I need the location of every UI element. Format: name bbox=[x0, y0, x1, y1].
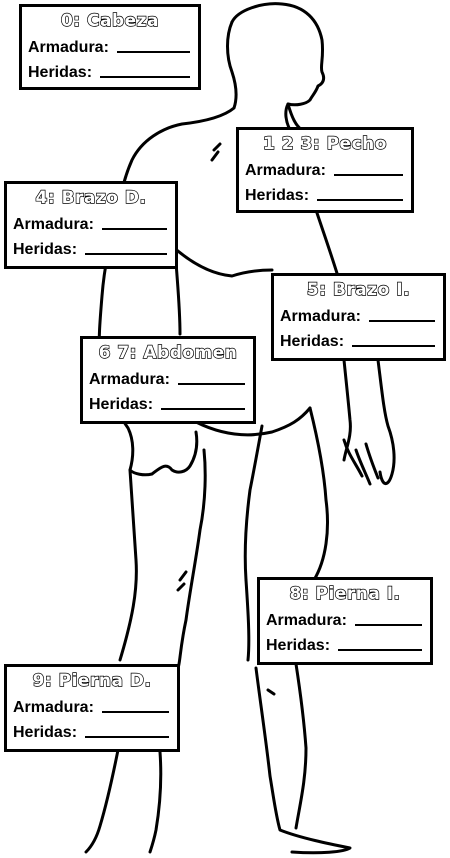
knee-detail bbox=[178, 572, 186, 590]
chest-hit-location-box: 1 2 3: Pecho Armadura: Heridas: bbox=[236, 127, 414, 213]
chest-wounds-label: Heridas: bbox=[245, 187, 309, 205]
right-arm-armor-label: Armadura: bbox=[13, 216, 94, 234]
abdomen-wounds-field[interactable] bbox=[161, 408, 245, 410]
head-outline bbox=[232, 4, 324, 130]
left-arm-armor-label: Armadura: bbox=[280, 308, 361, 326]
head-armor-field[interactable] bbox=[117, 51, 190, 53]
abdomen-armor-field[interactable] bbox=[178, 383, 245, 385]
left-arm-box-title: 5: Brazo I. bbox=[280, 279, 437, 301]
right-arm-wounds-row: Heridas: bbox=[13, 234, 169, 259]
arm-left-outer bbox=[378, 360, 394, 484]
right-arm-wounds-label: Heridas: bbox=[13, 241, 77, 259]
crotch bbox=[245, 426, 262, 580]
left-arm-armor-field[interactable] bbox=[369, 320, 435, 322]
right-leg-armor-row: Armadura: bbox=[13, 692, 171, 717]
chest-detail bbox=[212, 144, 220, 160]
abdomen-armor-label: Armadura: bbox=[89, 371, 170, 389]
right-arm-hit-location-box: 4: Brazo D. Armadura: Heridas: bbox=[4, 181, 178, 269]
right-leg-armor-label: Armadura: bbox=[13, 699, 94, 717]
head-hit-location-box: 0: Cabeza Armadura: Heridas: bbox=[19, 4, 201, 90]
head-wounds-label: Heridas: bbox=[28, 64, 92, 82]
arm-right-inner bbox=[176, 262, 180, 334]
right-leg-armor-field[interactable] bbox=[102, 711, 169, 713]
left-arm-armor-row: Armadura: bbox=[280, 301, 437, 326]
right-leg-wounds-field[interactable] bbox=[85, 736, 169, 738]
leg-right-outer bbox=[120, 470, 136, 660]
leg-right-inner bbox=[178, 450, 205, 668]
right-arm-armor-field[interactable] bbox=[102, 228, 167, 230]
abdomen-wounds-label: Heridas: bbox=[89, 396, 153, 414]
chest-box-title: 1 2 3: Pecho bbox=[245, 133, 405, 155]
chest-lines bbox=[172, 246, 272, 276]
left-leg-armor-field[interactable] bbox=[355, 624, 422, 626]
right-leg-wounds-label: Heridas: bbox=[13, 724, 77, 742]
head-box-title: 0: Cabeza bbox=[28, 10, 192, 32]
left-arm-wounds-row: Heridas: bbox=[280, 326, 437, 351]
right-leg-hit-location-box: 9: Pierna D. Armadura: Heridas: bbox=[4, 664, 180, 752]
right-arm-armor-row: Armadura: bbox=[13, 209, 169, 234]
left-leg-armor-label: Armadura: bbox=[266, 612, 347, 630]
chest-armor-field[interactable] bbox=[334, 174, 403, 176]
shin-right-inner bbox=[150, 752, 161, 852]
shin-left-inner bbox=[296, 664, 306, 828]
shin-left-outer bbox=[256, 668, 350, 853]
left-leg-wounds-field[interactable] bbox=[338, 649, 422, 651]
head-wounds-field[interactable] bbox=[100, 76, 190, 78]
shin-right-outer bbox=[86, 750, 118, 852]
left-arm-wounds-field[interactable] bbox=[352, 345, 435, 347]
abdomen-hit-location-box: 6 7: Abdomen Armadura: Heridas: bbox=[80, 336, 256, 424]
right-leg-box-title: 9: Pierna D. bbox=[13, 670, 171, 692]
left-arm-hit-location-box: 5: Brazo I. Armadura: Heridas: bbox=[271, 273, 446, 361]
head-wounds-row: Heridas: bbox=[28, 57, 192, 82]
left-leg-box-title: 8: Pierna I. bbox=[266, 583, 424, 605]
chest-wounds-field[interactable] bbox=[317, 199, 403, 201]
left-leg-hit-location-box: 8: Pierna I. Armadura: Heridas: bbox=[257, 577, 433, 665]
chest-armor-label: Armadura: bbox=[245, 162, 326, 180]
chest-armor-row: Armadura: bbox=[245, 155, 405, 180]
hand-left bbox=[344, 440, 378, 484]
leg-left-inner bbox=[246, 580, 249, 660]
left-leg-armor-row: Armadura: bbox=[266, 605, 424, 630]
abdomen-armor-row: Armadura: bbox=[89, 364, 247, 389]
left-leg-wounds-row: Heridas: bbox=[266, 630, 424, 655]
head-armor-label: Armadura: bbox=[28, 39, 109, 57]
ankle-detail bbox=[268, 690, 274, 694]
abdomen-box-title: 6 7: Abdomen bbox=[89, 342, 247, 364]
left-arm-wounds-label: Heridas: bbox=[280, 333, 344, 351]
left-leg-wounds-label: Heridas: bbox=[266, 637, 330, 655]
leg-left-outer bbox=[310, 408, 328, 580]
head-armor-row: Armadura: bbox=[28, 32, 192, 57]
right-arm-wounds-field[interactable] bbox=[85, 253, 167, 255]
right-leg-wounds-row: Heridas: bbox=[13, 717, 171, 742]
right-arm-box-title: 4: Brazo D. bbox=[13, 187, 169, 209]
abdomen-wounds-row: Heridas: bbox=[89, 389, 247, 414]
chest-wounds-row: Heridas: bbox=[245, 180, 405, 205]
